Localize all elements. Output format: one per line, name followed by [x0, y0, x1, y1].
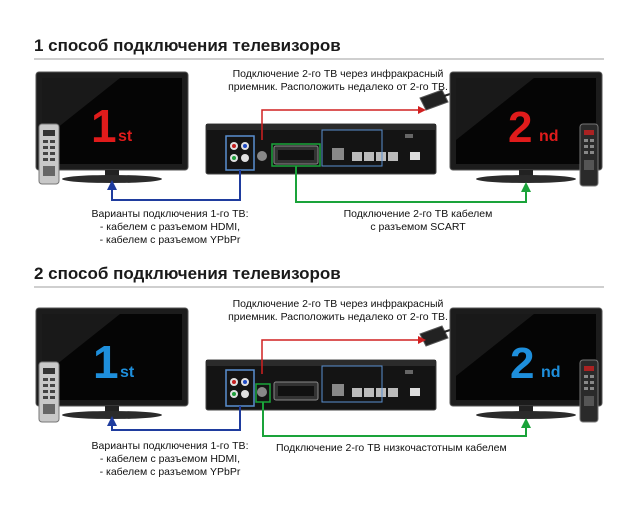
method-2-ir-note: Подключение 2-го ТВ через инфракрасный п… — [228, 298, 448, 323]
ir-arrow-icon — [418, 336, 426, 344]
tv-2-cable-line — [295, 166, 527, 203]
remote-1-icon — [38, 361, 60, 423]
tv-2-arrow-icon — [521, 182, 531, 192]
method-1-title: 1 способ подключения телевизоров — [34, 36, 341, 55]
method-2-tv2-connection: Подключение 2-го ТВ низкочастотным кабел… — [276, 442, 507, 454]
ir-arrow-icon — [418, 106, 426, 114]
remote-2-icon — [579, 359, 599, 423]
method-2-section: 2 способ подключения телевизоров 1 st — [0, 256, 640, 512]
method-1-tv2-connection: Подключение 2-го ТВ кабелем с разъемом S… — [343, 208, 493, 233]
tv-1-big-label: 1 — [93, 336, 119, 388]
tv-1-arrow-icon — [107, 180, 117, 190]
method-1-section: 1 способ подключения телевизоров 1 st — [34, 36, 604, 246]
tv-2-small-label: nd — [541, 364, 561, 381]
receiver-port-highlight — [321, 129, 383, 167]
method-1-tv1-options: Варианты подключения 1-го ТВ: - кабелем … — [91, 208, 249, 246]
method-2-diagram: 1 st — [35, 307, 603, 437]
tv-2-arrow-icon — [521, 418, 531, 428]
method-1-divider — [34, 58, 604, 60]
tv-2-big-label: 2 — [508, 103, 532, 152]
receiver-back-panel — [205, 123, 437, 175]
tv-1 — [35, 307, 189, 419]
tv-2-small-label: nd — [539, 128, 559, 145]
tv-1-small-label: st — [120, 364, 135, 381]
method-2-divider — [34, 286, 604, 288]
tv-1 — [35, 71, 189, 183]
remote-2-icon — [579, 123, 599, 187]
tv-1-cable-line — [111, 170, 241, 201]
ir-cable-line — [261, 339, 418, 374]
tv-1-arrow-icon — [107, 416, 117, 426]
method-2-tv1-options: Варианты подключения 1-го ТВ: - кабелем … — [91, 440, 249, 478]
method-1-ir-note: Подключение 2-го ТВ через инфракрасный п… — [228, 68, 448, 93]
tv-2 — [449, 71, 603, 183]
receiver-port-highlight — [321, 365, 383, 403]
method-1-diagram: 1 st — [35, 71, 603, 203]
receiver-back-panel — [205, 359, 437, 411]
tv-2 — [449, 307, 603, 419]
tv-1-cable-line — [111, 406, 241, 431]
tv-1-big-label: 1 — [91, 100, 117, 152]
remote-1-icon — [38, 123, 60, 185]
tv-2-big-label: 2 — [510, 339, 534, 388]
method-2-title: 2 способ подключения телевизоров — [34, 264, 341, 283]
tv-1-small-label: st — [118, 128, 133, 145]
ir-cable-line — [261, 109, 418, 140]
tv-2-cable-line — [262, 402, 527, 437]
